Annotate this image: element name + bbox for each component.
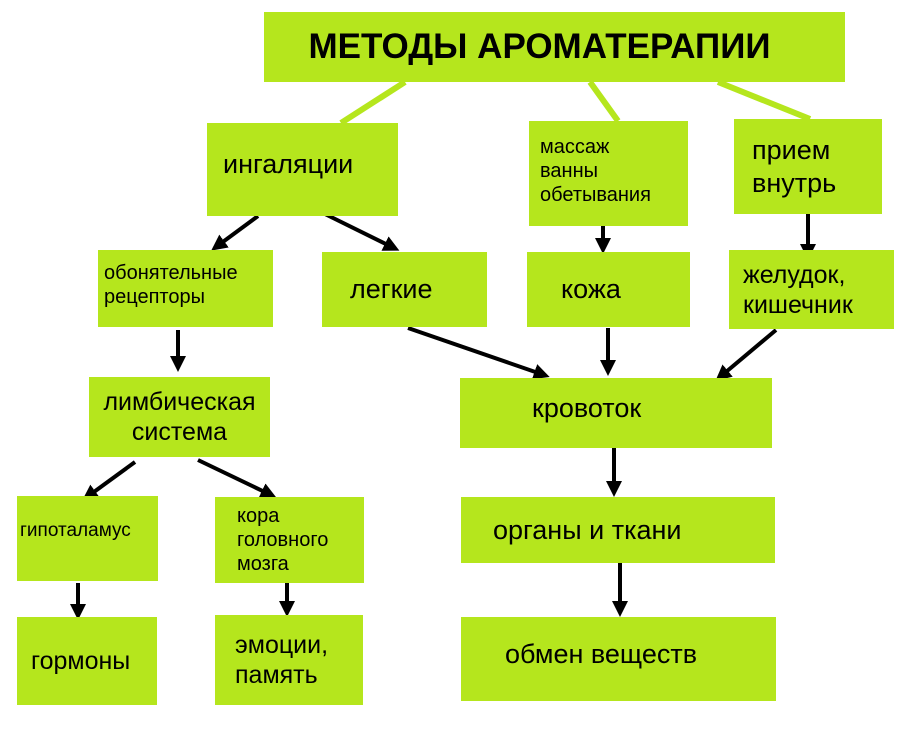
node-massage: массаж ванны обетывания xyxy=(529,121,688,226)
line-title-massage xyxy=(587,80,621,123)
arrow xyxy=(197,458,277,498)
node-label: органы и ткани xyxy=(493,514,682,545)
arrow xyxy=(211,214,260,251)
arrow xyxy=(715,328,778,381)
node-label: легкие xyxy=(350,274,433,305)
node-inhalation: ингаляции xyxy=(207,123,398,216)
node-lungs: легкие xyxy=(322,252,487,327)
node-label: лимбическая система xyxy=(103,388,256,446)
title: МЕТОДЫ АРОМАТЕРАПИИ xyxy=(308,27,771,66)
node-blood: кровоток xyxy=(460,378,772,448)
node-emotions: эмоции, память xyxy=(215,615,363,705)
node-cortex: кора головного мозга xyxy=(215,497,364,583)
node-limbic: лимбическая система xyxy=(89,377,270,457)
node-label: ингаляции xyxy=(223,149,354,180)
arrow xyxy=(82,460,137,501)
node-label: эмоции, память xyxy=(235,631,329,689)
node-label: обонятельные рецепторы xyxy=(104,261,238,308)
node-label: желудок, кишечник xyxy=(743,260,853,319)
title-box: МЕТОДЫ АРОМАТЕРАПИИ xyxy=(264,12,845,82)
node-label: прием внутрь xyxy=(752,135,837,198)
node-organs: органы и ткани xyxy=(461,497,775,563)
node-label: кровоток xyxy=(532,392,642,423)
node-label: обмен веществ xyxy=(505,638,698,669)
node-label: гипоталамус xyxy=(20,520,131,542)
node-hypothalamus: гипоталамус xyxy=(17,496,158,581)
node-oral: прием внутрь xyxy=(734,119,882,214)
node-label: кожа xyxy=(561,274,621,305)
node-stomach: желудок, кишечник xyxy=(729,250,894,329)
arrow xyxy=(407,326,550,380)
node-label: кора головного мозга xyxy=(237,505,329,575)
node-hormones: гормоны xyxy=(17,617,157,705)
node-metabolism: обмен веществ xyxy=(461,617,776,701)
line-title-oral xyxy=(716,79,812,122)
node-label: гормоны xyxy=(31,647,131,675)
node-olfactory: обонятельные рецепторы xyxy=(98,250,273,327)
arrow xyxy=(324,212,400,251)
node-label: массаж ванны обетывания xyxy=(540,135,651,206)
line-title-inhalation xyxy=(339,79,407,126)
node-skin: кожа xyxy=(527,252,690,327)
